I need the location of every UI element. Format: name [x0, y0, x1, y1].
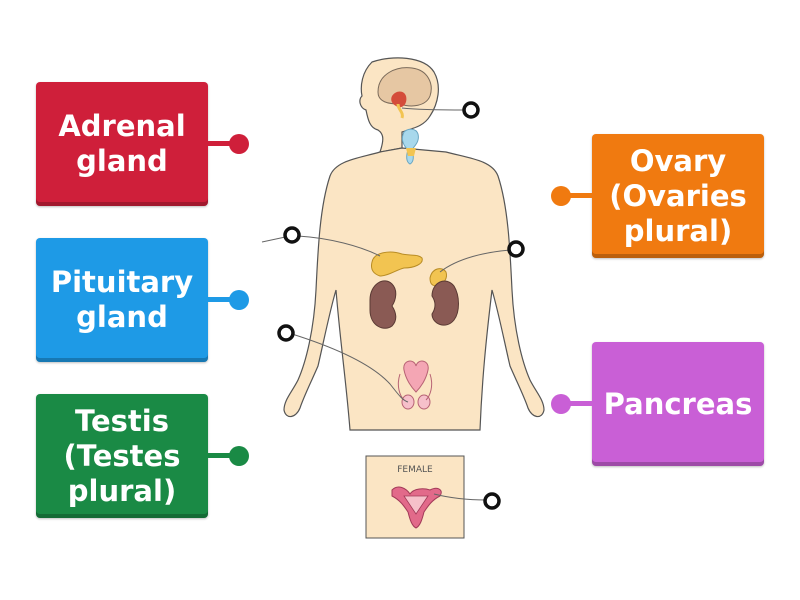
- label-adrenal-gland-handle[interactable]: [229, 134, 249, 154]
- line-target-adrenal: [439, 249, 511, 273]
- label-testis-text: Testis (Testes plural): [63, 403, 181, 508]
- drop-target-adrenal[interactable]: [507, 240, 525, 258]
- label-adrenal-gland-text: Adrenal gland: [58, 109, 186, 178]
- label-pituitary-gland-text: Pituitary gland: [50, 265, 194, 334]
- drop-target-brain[interactable]: [462, 101, 480, 119]
- female-inset-caption: FEMALE: [397, 465, 433, 475]
- drop-target-testis[interactable]: [277, 324, 295, 342]
- body-silhouette: [283, 147, 545, 431]
- label-pancreas-connector: [560, 401, 592, 406]
- label-pituitary-gland-handle[interactable]: [229, 290, 249, 310]
- line-target-ovary: [433, 493, 487, 501]
- drop-target-ovary[interactable]: [483, 492, 501, 510]
- pancreas-organ: [371, 251, 423, 277]
- brain-shape: [377, 67, 432, 107]
- pituitary-stalk: [396, 103, 404, 119]
- label-pancreas[interactable]: Pancreas: [592, 342, 764, 466]
- label-testis[interactable]: Testis (Testes plural): [36, 394, 208, 518]
- label-adrenal-gland-connector: [208, 141, 238, 146]
- label-ovary-handle[interactable]: [551, 186, 571, 206]
- label-testis-handle[interactable]: [229, 446, 249, 466]
- thyroid-small: [406, 148, 416, 156]
- pelvic-organs: [403, 360, 429, 393]
- label-adrenal-gland[interactable]: Adrenal gland: [36, 82, 208, 206]
- label-ovary-connector: [560, 193, 592, 198]
- pelvic-line-2: [425, 373, 433, 401]
- label-ovary-text: Ovary (Ovaries plural): [609, 143, 747, 248]
- right-kidney: [431, 280, 459, 326]
- line-target-pancreas: [297, 235, 381, 257]
- label-pancreas-handle[interactable]: [551, 394, 571, 414]
- uterus-inner: [403, 495, 429, 515]
- label-testis-connector: [208, 453, 238, 458]
- line-target-testis: [291, 333, 409, 403]
- label-pancreas-text: Pancreas: [603, 386, 753, 421]
- label-pituitary-gland-connector: [208, 297, 238, 302]
- label-pituitary-gland[interactable]: Pituitary gland: [36, 238, 208, 362]
- line-target-brain: [401, 107, 467, 111]
- drop-target-pancreas[interactable]: [283, 226, 301, 244]
- pituitary-region: [391, 91, 407, 108]
- label-ovary[interactable]: Ovary (Ovaries plural): [592, 134, 764, 258]
- left-kidney: [369, 280, 397, 329]
